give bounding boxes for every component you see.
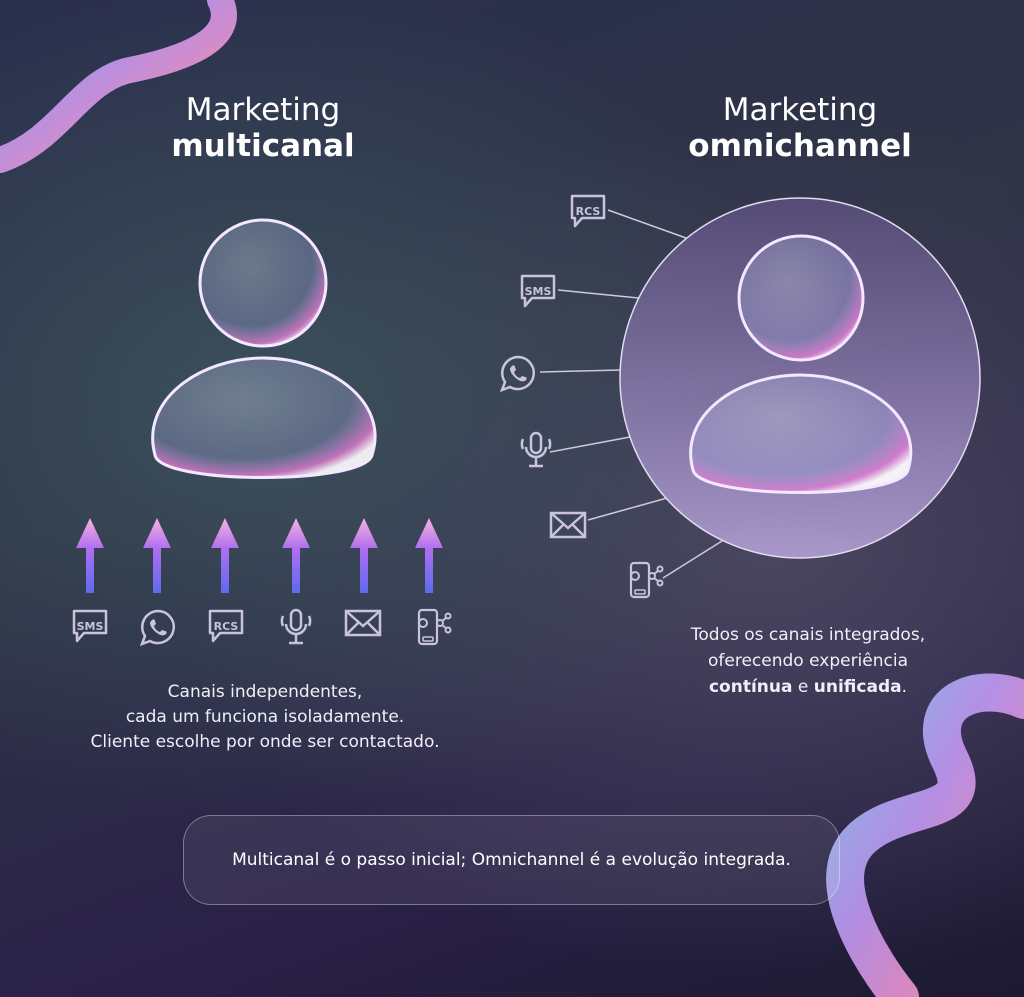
connector-line <box>539 369 622 373</box>
caption-text: e <box>792 677 814 697</box>
caption-line: Todos os canais integrados, <box>690 625 926 645</box>
right-title: Marketing omnichannel <box>600 92 1000 164</box>
arrow-icon <box>350 518 378 593</box>
title-emphasis: multicanal <box>171 128 355 164</box>
wave-decoration-bottom <box>826 673 1024 997</box>
summary-text: Multicanal é o passo inicial; Omnichanne… <box>232 850 791 870</box>
mail-icon <box>344 609 382 637</box>
title-emphasis: omnichannel <box>688 128 912 164</box>
svg-text:SMS: SMS <box>77 620 104 633</box>
arrow-icon <box>143 518 171 593</box>
sms-icon: SMS <box>72 609 108 643</box>
right-caption: Todos os canais integrados, oferecendo e… <box>578 622 1024 700</box>
caption-line: contínua e unificada. <box>578 674 1024 700</box>
caption-bold: contínua <box>708 677 793 697</box>
svg-text:SMS: SMS <box>525 285 552 298</box>
connector-line <box>557 289 639 299</box>
rcs-icon: RCS <box>208 609 244 643</box>
arrow-icon <box>211 518 239 593</box>
caption-line: Canais independentes, <box>167 682 363 702</box>
title-line: Marketing <box>185 92 341 128</box>
phone-share-icon <box>629 561 664 599</box>
connector-line <box>587 497 668 521</box>
connector-line <box>662 540 723 579</box>
wave-decoration-top <box>0 0 237 173</box>
caption-line: cada um funciona isoladamente. <box>125 707 405 727</box>
caption-text: . <box>901 677 907 697</box>
channel-arrows <box>76 518 443 593</box>
svg-text:RCS: RCS <box>576 205 601 218</box>
microphone-icon <box>280 608 312 645</box>
rcs-icon: RCS <box>570 194 606 228</box>
arrow-icon <box>282 518 310 593</box>
title-line: Marketing <box>722 92 878 128</box>
mail-icon <box>549 511 587 539</box>
microphone-icon <box>520 431 552 468</box>
phone-share-icon <box>417 608 452 646</box>
person-figure-left <box>151 218 377 479</box>
whatsapp-icon <box>500 355 535 392</box>
caption-line: Cliente escolhe por onde ser contactado. <box>90 732 440 752</box>
svg-text:RCS: RCS <box>214 620 239 633</box>
caption-line: oferecendo experiência <box>708 651 908 671</box>
sms-icon: SMS <box>520 274 556 308</box>
left-caption: Canais independentes, cada um funciona i… <box>35 680 495 755</box>
summary-box: Multicanal é o passo inicial; Omnichanne… <box>183 815 840 905</box>
caption-bold: unificada <box>813 677 902 697</box>
connector-line <box>607 209 687 239</box>
left-title: Marketing multicanal <box>63 92 463 164</box>
arrow-icon <box>415 518 443 593</box>
connector-line <box>549 436 631 453</box>
arrow-icon <box>76 518 104 593</box>
person-figure-right <box>689 234 913 494</box>
whatsapp-icon <box>140 609 175 646</box>
